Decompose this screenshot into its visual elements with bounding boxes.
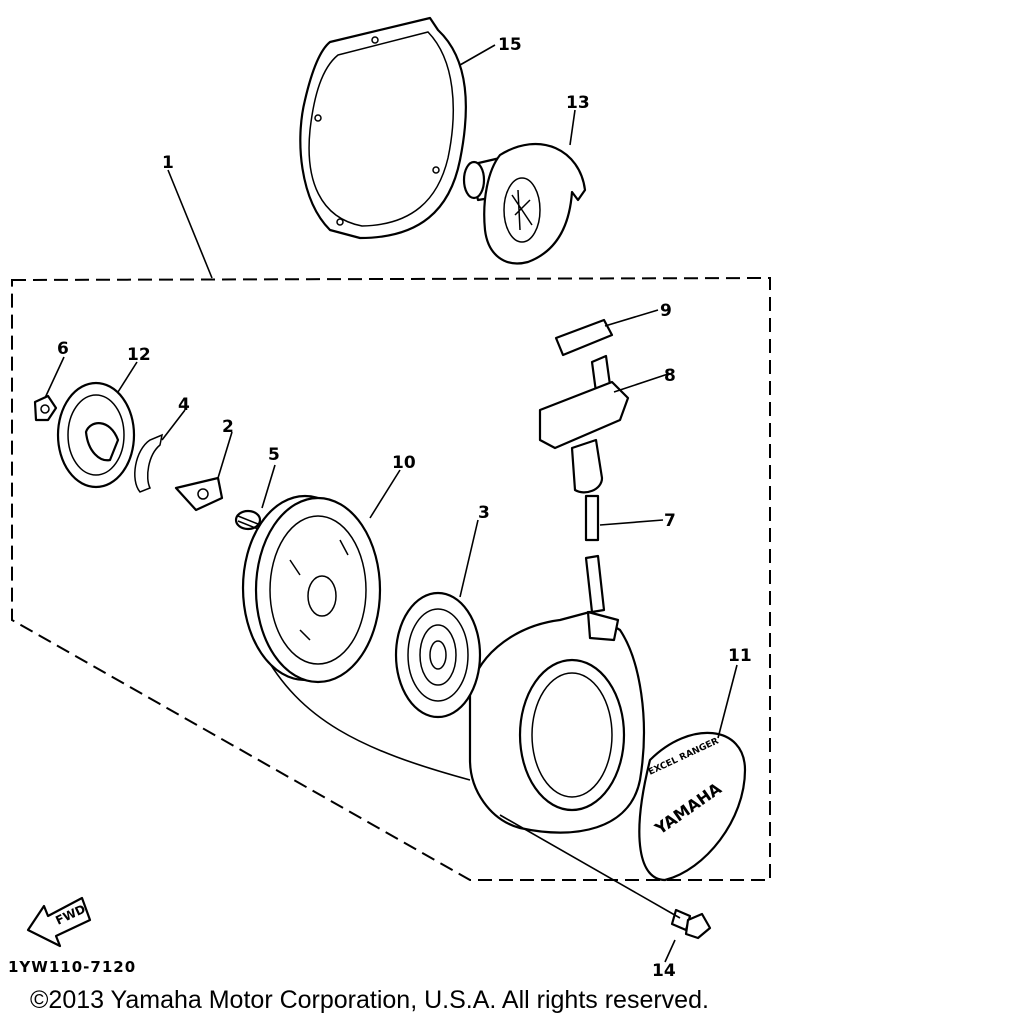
part-3-recoil-spring (394, 591, 482, 719)
part-5-spring (234, 509, 262, 531)
callout-2: 2 (222, 417, 234, 437)
callout-5: 5 (268, 445, 280, 465)
leader-lines (44, 44, 738, 963)
callout-10: 10 (392, 453, 416, 473)
copyright-notice: ©2013 Yamaha Motor Corporation, U.S.A. A… (30, 986, 709, 1014)
callout-3: 3 (478, 503, 490, 523)
callout-12: 12 (127, 345, 151, 365)
callout-13: 13 (566, 93, 590, 113)
fwd-arrow-icon: FWD (26, 896, 92, 948)
part-4-clip (134, 433, 164, 493)
callout-6: 6 (57, 339, 69, 359)
callout-14: 14 (652, 961, 676, 981)
part-7-starter-rope (584, 494, 606, 614)
part-15-gasket (299, 16, 467, 240)
part-12-friction-plate (56, 381, 136, 489)
callout-7: 7 (664, 511, 676, 531)
callout-15: 15 (498, 35, 522, 55)
diagram-code: 1YW110-7120 (8, 958, 137, 976)
part-11-emblem: EXCEL RANGER YAMAHA (638, 731, 747, 882)
assembly-boundary (11, 276, 771, 881)
part-8-starter-handle (538, 354, 630, 494)
callout-8: 8 (664, 366, 676, 386)
starter-case (261, 610, 645, 834)
part-9-cap (554, 318, 614, 357)
callout-numbers: 1 2 3 4 5 6 7 8 9 10 11 12 13 14 15 (57, 35, 752, 981)
callout-9: 9 (660, 301, 672, 321)
part-6-nut (33, 394, 58, 422)
part-2-pawl (174, 476, 224, 512)
callout-11: 11 (728, 646, 752, 666)
callout-1: 1 (162, 153, 174, 173)
part-14-bolt (670, 908, 712, 940)
part-10-rope-reel (241, 494, 382, 684)
callout-4: 4 (178, 395, 190, 415)
part-13-drive-pulley (462, 142, 587, 265)
